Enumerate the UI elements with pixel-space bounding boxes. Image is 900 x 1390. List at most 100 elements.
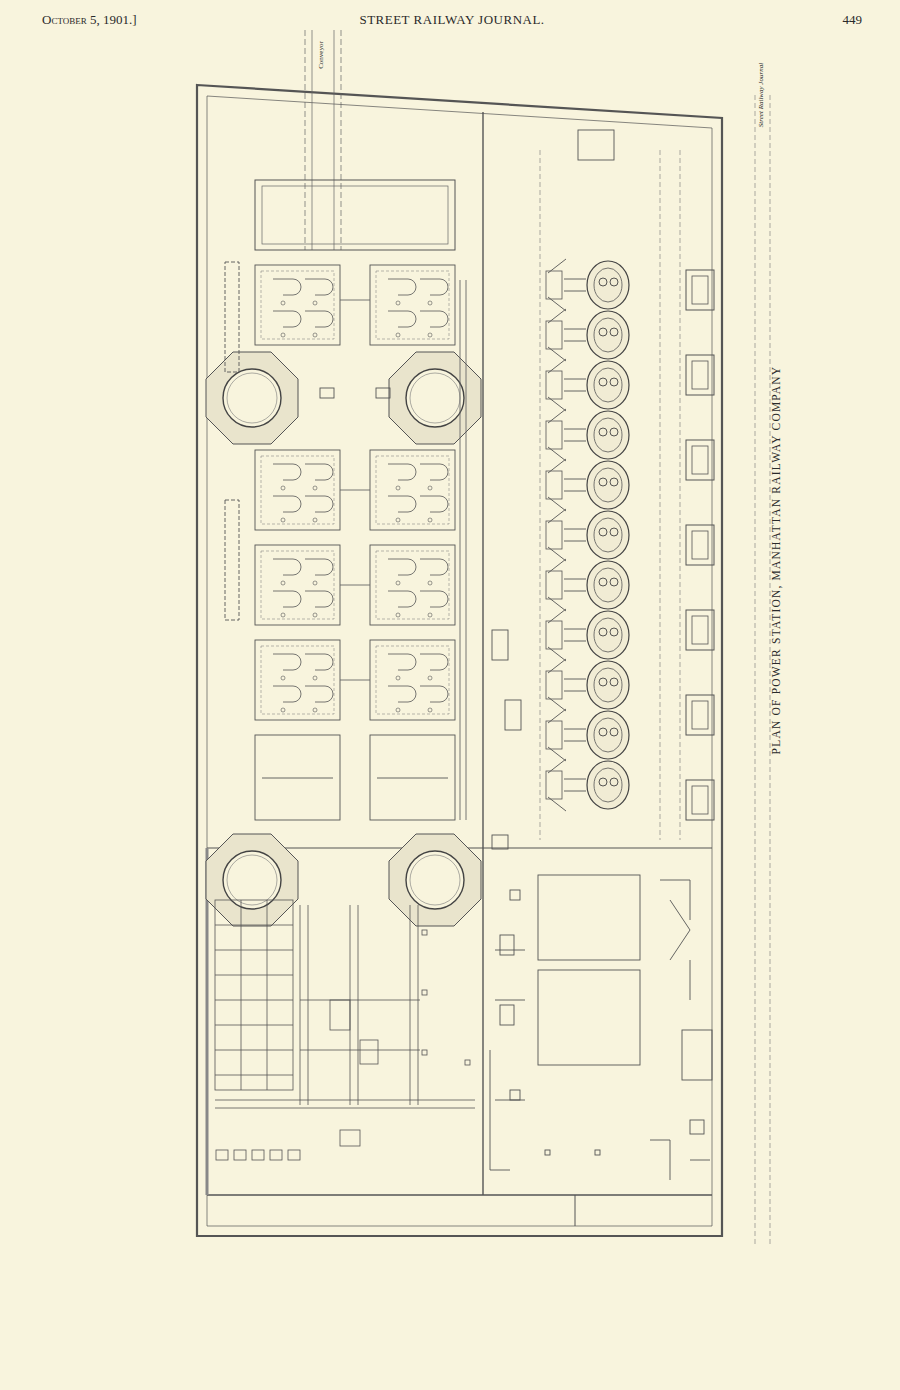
lower-right-machines	[490, 875, 712, 1180]
engine-room-part	[492, 630, 521, 849]
building-walls-part	[207, 96, 712, 1226]
boiler-room-part	[206, 834, 298, 926]
boiler-room-part-part	[340, 300, 370, 680]
boiler-room-part-part	[460, 280, 466, 820]
boiler-room-part	[370, 450, 455, 530]
lower-left-auxiliaries-part	[360, 1040, 378, 1064]
engine-room-part	[686, 440, 714, 480]
engine-room-part	[686, 355, 714, 395]
engine-room-part	[546, 309, 629, 361]
engine-room-part	[546, 709, 629, 761]
engine-room-part	[540, 95, 770, 1245]
lower-right-machines-part	[500, 1005, 514, 1025]
conveyor-part	[255, 180, 455, 250]
lower-right-machines-part	[510, 1090, 520, 1100]
conveyor-part	[262, 186, 448, 244]
boiler-room-part	[389, 834, 481, 926]
credit-line: Street Railway Journal	[758, 63, 766, 127]
engine-room-part	[686, 270, 714, 310]
engine-room-part	[546, 559, 629, 611]
building-walls	[197, 85, 722, 1236]
engine-room-part	[546, 659, 629, 711]
boiler-room-part-part	[320, 388, 334, 398]
lower-left-auxiliaries-part	[215, 900, 293, 1090]
engine-room-part	[546, 609, 629, 661]
boiler-room-part	[255, 545, 340, 625]
boiler-room-part	[370, 545, 455, 625]
boiler-room-part-part	[376, 388, 390, 398]
lower-left-auxiliaries-part	[330, 1000, 350, 1030]
boiler-room-part	[370, 640, 455, 720]
lower-right-machines-part	[490, 950, 525, 1170]
engine-room-part-part	[660, 150, 661, 840]
boiler-room-part	[206, 352, 298, 444]
boiler-room-part-part	[255, 735, 340, 820]
boiler-room-part	[255, 450, 340, 530]
figure-caption: PLAN OF POWER STATION, MANHATTAN RAILWAY…	[770, 366, 783, 755]
running-date: October 5, 1901.]	[42, 13, 137, 27]
boiler-room-part-part	[370, 735, 455, 820]
boiler-room-part-part	[225, 500, 239, 620]
conveyor	[255, 30, 455, 250]
lower-left-auxiliaries-part	[422, 930, 427, 935]
lower-left-auxiliaries-part	[215, 1000, 475, 1108]
engine-room-part	[578, 130, 614, 160]
engine-room-part-part	[505, 700, 521, 730]
building-walls-part	[207, 1194, 712, 1195]
engine-room-part	[546, 359, 629, 411]
boiler-room-part-part	[225, 262, 239, 372]
lower-right-machines-part	[660, 880, 690, 1000]
conveyor-part	[312, 30, 313, 250]
lower-left-auxiliaries-part	[340, 1130, 360, 1146]
engine-room	[492, 95, 770, 1245]
lower-left-auxiliaries-part	[300, 905, 418, 1105]
lower-left-auxiliaries-part	[215, 900, 293, 1090]
conveyor-part	[341, 30, 342, 250]
engine-room-part	[546, 759, 629, 811]
boiler-room-part	[255, 640, 340, 720]
lower-left-auxiliaries-part	[422, 1050, 427, 1055]
engine-room-part	[546, 459, 629, 511]
running-head: STREET RAILWAY JOURNAL.	[359, 13, 544, 27]
boiler-room-part-part	[262, 778, 333, 779]
engine-room-part-part	[540, 150, 541, 840]
page-number: 449	[843, 13, 863, 27]
lower-right-machines-part	[510, 890, 520, 900]
engine-room-part-part	[492, 835, 508, 849]
engine-room-part-part	[680, 150, 681, 840]
boiler-room-part	[389, 352, 481, 444]
lower-right-machines-part	[595, 1150, 600, 1155]
boiler-room-part	[255, 265, 340, 345]
engine-room-part-part	[755, 95, 756, 1245]
lower-right-machines-part	[682, 1030, 712, 1080]
boiler-room-part-part	[377, 778, 448, 779]
lower-right-machines-part	[500, 935, 514, 955]
engine-room-part	[546, 409, 629, 461]
lower-right-machines-part	[650, 1140, 710, 1180]
building-walls-part	[482, 112, 483, 1195]
lower-right-machines-part	[690, 1120, 704, 1134]
building-walls-part	[197, 85, 722, 1236]
conveyor-label: Conveyor	[318, 41, 326, 69]
conveyor-part	[305, 30, 306, 250]
lower-left-auxiliaries-part	[252, 1150, 264, 1160]
engine-room-part-part	[492, 630, 508, 660]
boiler-room-part	[225, 262, 466, 820]
lower-right-machines-part	[538, 875, 640, 960]
lower-left-auxiliaries	[215, 900, 475, 1160]
lower-left-auxiliaries-part	[216, 1150, 228, 1160]
engine-room-part	[546, 259, 629, 311]
lower-left-auxiliaries-part	[422, 990, 427, 995]
lower-right-machines-part	[545, 1150, 550, 1155]
lower-left-auxiliaries-part	[234, 1150, 246, 1160]
boiler-room-part	[370, 265, 455, 345]
lower-left-auxiliaries-part	[270, 1150, 282, 1160]
engine-room-part	[686, 525, 714, 565]
conveyor-part	[334, 30, 335, 250]
lower-left-auxiliaries-part	[288, 1150, 300, 1160]
lower-left-auxiliaries-part	[465, 1060, 470, 1065]
engine-room-part	[546, 509, 629, 561]
building-walls-part	[575, 1195, 576, 1226]
